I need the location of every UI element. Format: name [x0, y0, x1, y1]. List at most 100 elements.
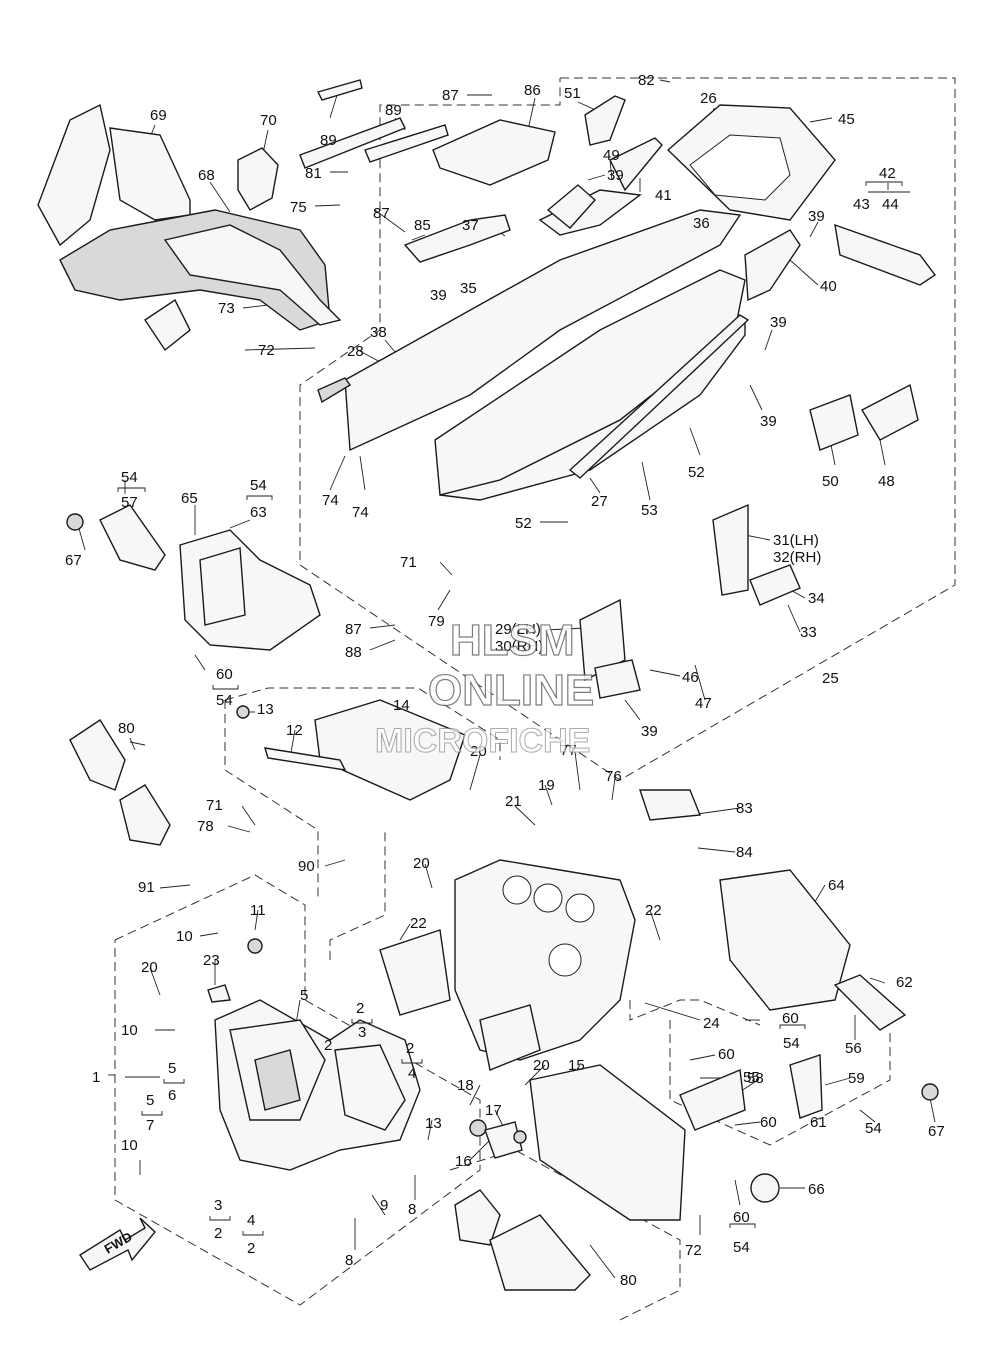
callout-76: 76	[605, 768, 622, 785]
callout-12: 12	[286, 722, 303, 739]
callout-81: 81	[305, 165, 322, 182]
callout-60: 60	[718, 1046, 735, 1063]
callout-23: 23	[203, 952, 220, 969]
callout-39: 39	[607, 167, 624, 184]
callout-87: 87	[442, 87, 459, 104]
callout-65: 65	[181, 490, 198, 507]
callout-brackets	[108, 181, 903, 1236]
left-bracket-group	[66, 504, 321, 651]
watermark-line-1: HLSM	[450, 616, 575, 665]
callout-85: 85	[414, 217, 431, 234]
callout-82: 82	[638, 72, 655, 89]
callout-90: 90	[298, 858, 315, 875]
center-frame-assembly	[379, 789, 939, 1221]
callout-66: 66	[808, 1181, 825, 1198]
upper-frame-assembly	[299, 79, 937, 699]
callout-33: 33	[800, 624, 817, 641]
callout-47: 47	[695, 695, 712, 712]
callout-83: 83	[736, 800, 753, 817]
callout-46: 46	[682, 669, 699, 686]
callout-20: 20	[413, 855, 430, 872]
callout-6: 6	[168, 1087, 176, 1104]
callout-80: 80	[118, 720, 135, 737]
callout-30: 30(RH)	[495, 638, 543, 655]
callout-28: 28	[347, 343, 364, 360]
cowl-panel-group	[37, 103, 342, 352]
callout-4: 4	[247, 1212, 255, 1229]
callout-55: 55	[743, 1069, 760, 1086]
callout-3: 3	[214, 1197, 222, 1214]
callout-19: 19	[538, 777, 555, 794]
callout-35: 35	[460, 280, 477, 297]
callout-89: 89	[385, 102, 402, 119]
callout-31: 31(LH)	[773, 532, 819, 549]
callout-89: 89	[320, 132, 337, 149]
callout-9: 9	[380, 1197, 388, 1214]
callout-10: 10	[121, 1137, 138, 1154]
callout-39: 39	[641, 723, 658, 740]
callout-39: 39	[760, 413, 777, 430]
callout-32: 32(RH)	[773, 549, 821, 566]
callout-54: 54	[783, 1035, 800, 1052]
callout-80: 80	[620, 1272, 637, 1289]
assembly-boundaries	[114, 77, 956, 1321]
callout-8: 8	[345, 1252, 353, 1269]
callout-34: 34	[808, 590, 825, 607]
callout-21: 21	[505, 793, 522, 810]
callout-11: 11	[250, 902, 266, 919]
callout-69: 69	[150, 107, 167, 124]
front-suspension-assembly	[207, 938, 421, 1171]
callout-20: 20	[141, 959, 158, 976]
fwd-arrow-icon: FWD	[79, 1217, 156, 1271]
callout-54: 54	[733, 1239, 750, 1256]
callout-25: 25	[822, 670, 839, 687]
callout-45: 45	[838, 111, 855, 128]
callout-10: 10	[176, 928, 193, 945]
callout-56: 56	[845, 1040, 862, 1057]
callout-16: 16	[455, 1153, 472, 1170]
callout-60: 60	[216, 666, 233, 683]
callout-41: 41	[655, 187, 672, 204]
callout-54: 54	[250, 477, 267, 494]
callout-22: 22	[410, 915, 427, 932]
callout-37: 37	[462, 217, 479, 234]
callout-42: 42	[879, 165, 896, 182]
callout-49: 49	[603, 147, 620, 164]
callout-74: 74	[322, 492, 339, 509]
callout-20: 20	[470, 743, 487, 760]
callout-26: 26	[700, 90, 717, 107]
callout-59: 59	[848, 1070, 865, 1087]
callout-17: 17	[485, 1102, 502, 1119]
callout-39: 39	[430, 287, 447, 304]
callout-61: 61	[810, 1114, 827, 1131]
callout-75: 75	[290, 199, 307, 216]
callout-13: 13	[425, 1115, 442, 1132]
callout-54: 54	[121, 469, 138, 486]
callout-53: 53	[641, 502, 658, 519]
callout-22: 22	[645, 902, 662, 919]
callout-39: 39	[808, 208, 825, 225]
callout-3: 3	[358, 1024, 366, 1041]
callout-2: 2	[214, 1225, 222, 1242]
callout-20: 20	[533, 1057, 550, 1074]
callout-64: 64	[828, 877, 845, 894]
callout-18: 18	[457, 1077, 474, 1094]
callout-67: 67	[928, 1123, 945, 1140]
callout-57: 57	[121, 494, 138, 511]
callout-77: 77	[560, 742, 577, 759]
callout-60: 60	[733, 1209, 750, 1226]
callout-74: 74	[352, 504, 369, 521]
callout-27: 27	[591, 493, 608, 510]
callout-8: 8	[408, 1201, 416, 1218]
callout-54: 54	[216, 692, 233, 709]
callout-4: 4	[408, 1065, 416, 1082]
callout-91: 91	[138, 879, 155, 896]
callout-2: 2	[247, 1240, 255, 1257]
callout-5: 5	[146, 1092, 154, 1109]
callout-68: 68	[198, 167, 215, 184]
callout-70: 70	[260, 112, 277, 129]
callout-38: 38	[370, 324, 387, 341]
callout-36: 36	[693, 215, 710, 232]
callout-88: 88	[345, 644, 362, 661]
